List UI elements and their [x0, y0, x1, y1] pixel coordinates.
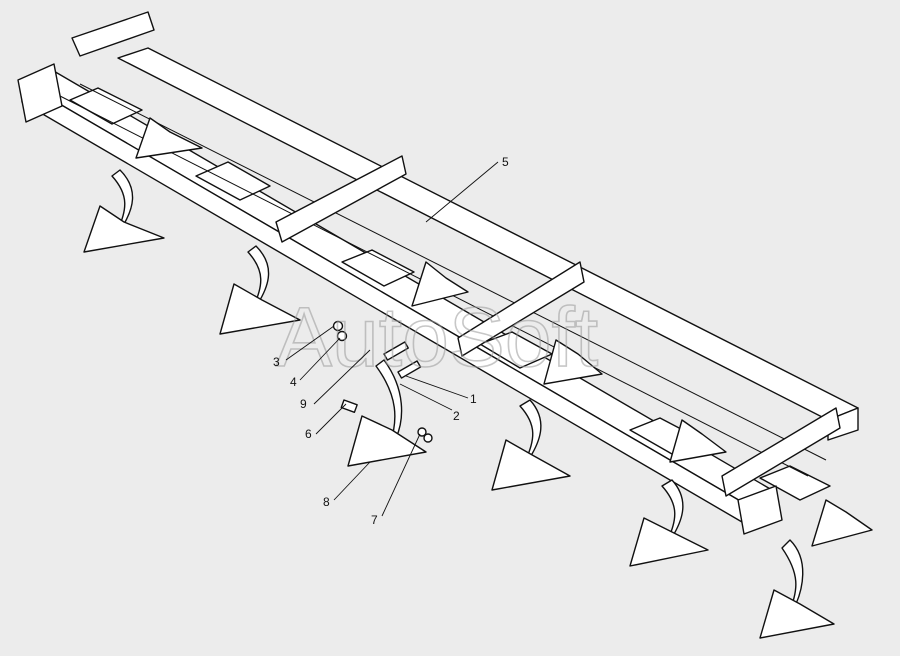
sweep-shovel — [411, 261, 469, 307]
sweep-shovel — [669, 419, 727, 463]
sweep-shovel — [135, 117, 203, 159]
watermark-text: AutoSoft — [276, 290, 598, 384]
leader-line-1 — [405, 375, 469, 399]
callout-labels: 1 2 3 4 5 6 7 8 9 — [273, 155, 509, 527]
leader-line-6 — [315, 403, 347, 435]
callout-3: 3 — [273, 355, 280, 369]
sweep-shovel — [629, 517, 709, 567]
right-end-plate — [737, 485, 783, 535]
sweep-shovel — [811, 499, 873, 547]
frame-assembly — [17, 11, 859, 535]
sweep-shovel — [543, 339, 603, 385]
callout-2: 2 — [453, 409, 460, 423]
leader-line-3 — [285, 325, 335, 361]
sweep-shovel — [83, 205, 165, 253]
leader-line-4 — [299, 337, 341, 381]
leader-line-5 — [425, 161, 499, 223]
sweep-shovel — [491, 439, 571, 491]
cross-member — [195, 161, 271, 201]
mount-bracket — [721, 407, 841, 497]
callout-5: 5 — [502, 155, 509, 169]
callout-8: 8 — [323, 495, 330, 509]
leader-line-9 — [313, 349, 371, 405]
mount-bracket — [275, 155, 407, 243]
callout-1: 1 — [470, 392, 477, 406]
callout-7: 7 — [371, 513, 378, 527]
mount-bracket — [457, 261, 585, 357]
left-end-plate — [17, 63, 63, 123]
cross-member — [69, 87, 143, 125]
cross-member — [341, 249, 415, 287]
sweep-shovel — [347, 415, 427, 467]
shank-assemblies — [83, 117, 873, 639]
exploded-parts — [332, 320, 433, 443]
leader-line-2 — [399, 383, 453, 411]
callout-9: 9 — [300, 397, 307, 411]
callout-6: 6 — [305, 427, 312, 441]
sweep-shovel — [759, 589, 835, 639]
washer — [423, 433, 433, 443]
bolt — [397, 360, 422, 379]
sweep-shovel — [219, 283, 301, 335]
leader-line-8 — [333, 461, 371, 501]
leader-line-7 — [381, 433, 421, 517]
bolt — [383, 341, 409, 361]
mount-bracket — [71, 11, 155, 57]
pin — [340, 399, 358, 414]
frame-diagonal — [79, 83, 827, 461]
cross-member — [759, 465, 831, 501]
callout-leaders — [285, 161, 499, 517]
callout-4: 4 — [290, 375, 297, 389]
